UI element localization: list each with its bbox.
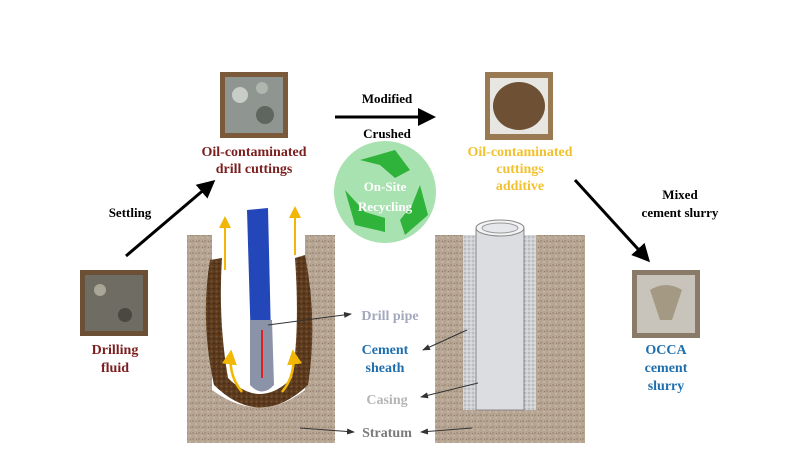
crushed-label: Crushed	[363, 126, 411, 141]
stratum-label: Stratum	[362, 426, 412, 441]
settling-label: Settling	[109, 205, 152, 220]
additive-label-1: Oil-contaminated	[468, 145, 573, 160]
mixed-arrow	[573, 178, 651, 263]
cuttings-annulus	[205, 255, 313, 408]
cement-sheath-label-2: sheath	[366, 361, 405, 376]
drill-cuttings-label-2: drill cuttings	[216, 162, 293, 177]
recycling-label-2: Recycling	[358, 199, 413, 214]
occa-label-2: cement	[645, 361, 688, 376]
occa-slurry-photo	[632, 270, 700, 338]
occa-label-3: slurry	[648, 379, 685, 394]
flow-curve-arrow-right	[281, 349, 303, 393]
recycle-arrow-icon	[345, 190, 385, 232]
mixed-label-2: cement slurry	[642, 205, 719, 220]
recycle-arrow-icon	[360, 150, 410, 178]
recycling-label-1: On-Site	[364, 179, 407, 194]
drilling-well	[187, 206, 335, 443]
cement-sheath-label-1: Cement	[362, 343, 409, 358]
settling-arrow	[125, 180, 216, 258]
additive-label-3: additive	[496, 179, 544, 194]
drill-cuttings-photo	[220, 72, 288, 138]
mixed-label-1: Mixed	[662, 187, 698, 202]
casing-label: Casing	[366, 393, 407, 408]
recycling-badge: On-Site Recycling	[334, 141, 436, 243]
cemented-well	[435, 219, 585, 443]
drilling-fluid-photo	[80, 270, 148, 336]
modified-label: Modified	[362, 91, 413, 106]
occa-label-1: OCCA	[645, 343, 687, 358]
drilling-fluid-label-2: fluid	[101, 361, 129, 376]
drilling-fluid-label-1: Drilling	[92, 343, 139, 358]
drill-cuttings-label-1: Oil-contaminated	[202, 145, 307, 160]
recycle-arrow-icon	[400, 185, 428, 235]
cuttings-additive-photo	[485, 72, 553, 140]
casing	[475, 227, 525, 411]
drill-pipe-label: Drill pipe	[361, 309, 418, 324]
additive-label-2: cuttings	[496, 162, 544, 177]
flow-curve-arrow-left	[221, 349, 243, 393]
